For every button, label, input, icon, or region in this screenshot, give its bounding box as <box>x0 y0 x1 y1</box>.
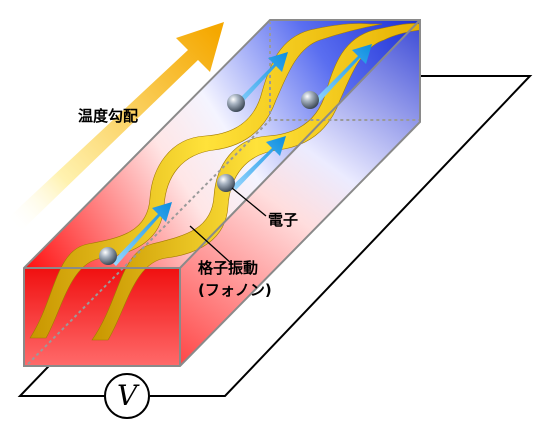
electrons <box>99 91 319 265</box>
electron-arrows <box>112 44 372 266</box>
temperature-gradient-label: 温度勾配 <box>78 107 139 125</box>
electron-pointer <box>231 187 267 217</box>
temperature-gradient-arrow <box>8 22 224 230</box>
phonon-label: (フォノン) <box>198 281 272 299</box>
electron <box>301 91 319 109</box>
electron <box>99 247 117 265</box>
electron-label: 電子 <box>268 211 299 229</box>
bar-outline <box>23 19 421 367</box>
electron <box>227 94 245 112</box>
voltmeter-label: V <box>117 379 138 412</box>
electron <box>217 174 235 192</box>
voltmeter <box>104 373 150 419</box>
bar-side-face <box>180 20 420 366</box>
lattice-vibration-label: 格子振動 <box>198 259 259 277</box>
phonon-pointer <box>189 225 233 265</box>
